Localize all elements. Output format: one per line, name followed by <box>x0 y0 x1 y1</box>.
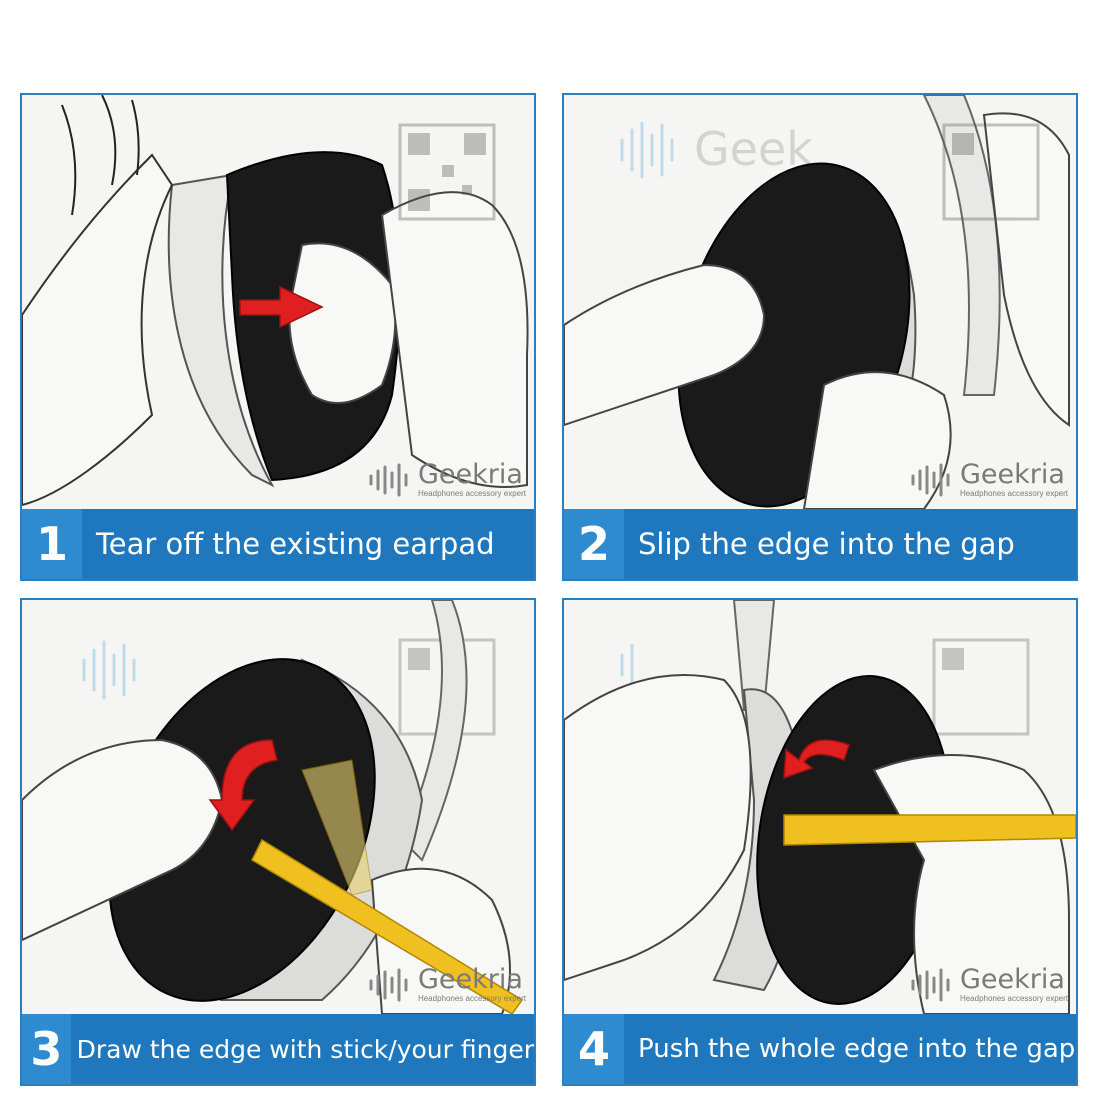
pry-stick <box>251 838 524 1014</box>
step-caption-bar: 2 Slip the edge into the gap <box>564 509 1076 579</box>
step-2-illustration: Geek <box>564 95 1076 509</box>
direction-arrow <box>783 739 850 780</box>
step-caption-bar: 3 Draw the edge with stick/your finger <box>22 1014 534 1084</box>
brand-tagline: Headphones accessory expert <box>959 489 1068 498</box>
brand-tagline: Headphones accessory expert <box>417 489 526 498</box>
brand-name: Geekria <box>959 459 1065 490</box>
step-panel-3: Geekria Headphones accessory expert 3 Dr… <box>20 598 536 1086</box>
brand-name: Geekria <box>959 964 1065 995</box>
sound-wave-icon <box>911 968 950 1002</box>
brand-logo: Geekria Headphones accessory expert <box>910 461 1068 499</box>
brand-tagline: Headphones accessory expert <box>417 994 526 1003</box>
sound-wave-icon <box>369 463 408 497</box>
step-number: 2 <box>564 509 624 579</box>
step-number: 3 <box>22 1014 71 1084</box>
brand-name: Geekria <box>417 964 523 995</box>
svg-text:Geek: Geek <box>694 122 813 176</box>
step-4-illustration <box>564 600 1076 1014</box>
step-caption-bar: 1 Tear off the existing earpad <box>22 509 534 579</box>
step-panel-4: Geekria Headphones accessory expert 4 Pu… <box>562 598 1078 1086</box>
step-caption: Push the whole edge into the gap <box>638 1034 1076 1064</box>
step-caption-bar: 4 Push the whole edge into the gap <box>564 1014 1076 1084</box>
step-panel-2: Geek Geekria Headphones accessory expert <box>562 93 1078 581</box>
brand-tagline: Headphones accessory expert <box>959 994 1068 1003</box>
brand-name: Geekria <box>417 459 523 490</box>
brand-logo: Geekria Headphones accessory expert <box>368 966 526 1004</box>
sound-wave-icon <box>911 463 950 497</box>
step-caption: Draw the edge with stick/your finger <box>76 1034 534 1064</box>
sound-wave-icon <box>369 968 408 1002</box>
direction-arrow <box>208 739 278 832</box>
direction-arrow <box>239 285 324 329</box>
pry-stick <box>783 814 1076 846</box>
step-panel-1: Geekria Headphones accessory expert 1 Te… <box>20 93 536 581</box>
brand-logo: Geekria Headphones accessory expert <box>910 966 1068 1004</box>
step-1-illustration <box>22 95 534 509</box>
step-caption: Tear off the existing earpad <box>96 527 495 561</box>
step-caption: Slip the edge into the gap <box>638 527 1015 561</box>
step-number: 1 <box>22 509 82 579</box>
step-number: 4 <box>564 1014 624 1084</box>
brand-logo: Geekria Headphones accessory expert <box>368 461 526 499</box>
step-3-illustration <box>22 600 534 1014</box>
